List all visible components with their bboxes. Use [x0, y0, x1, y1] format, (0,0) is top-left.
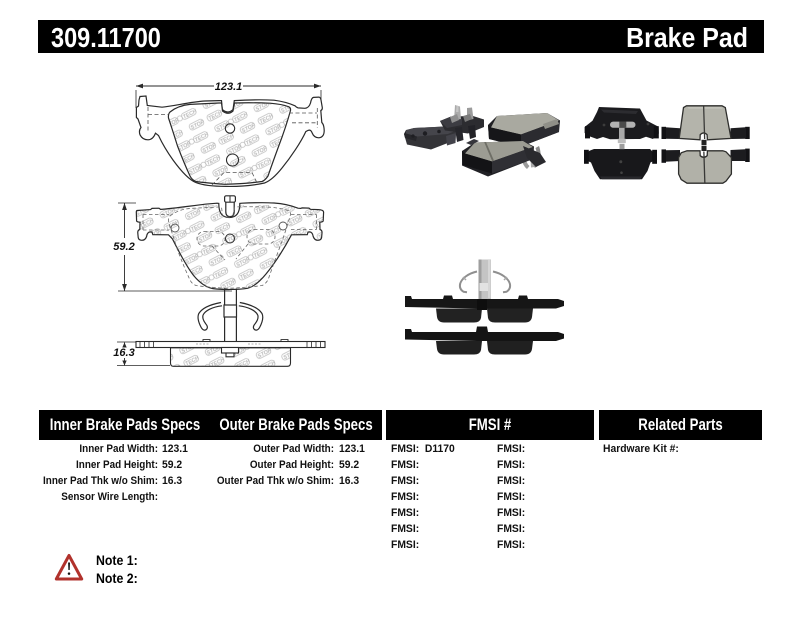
svg-text:59.2: 59.2 [113, 241, 134, 253]
svg-text:123.1: 123.1 [215, 81, 243, 93]
svg-text:16.3: 16.3 [113, 347, 134, 359]
